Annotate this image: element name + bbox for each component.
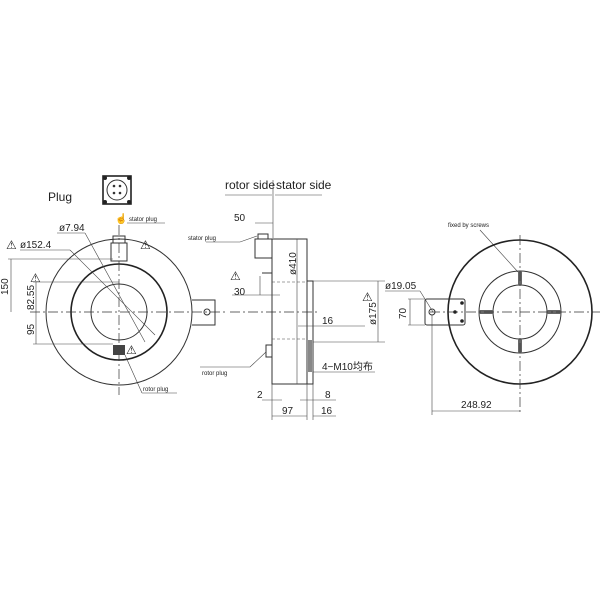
- dim-8255: 82.55: [26, 285, 37, 310]
- stator-plug: [257, 233, 269, 240]
- dim-175: ø175: [368, 302, 379, 325]
- front-view: Plug ☝ stator plug ø7.94 ⚠ ø152.4 ⚠: [0, 175, 225, 395]
- dim-1905: ø19.05: [385, 281, 417, 292]
- rotor-flange: [306, 280, 314, 385]
- dim-2: 2: [257, 390, 263, 401]
- rotor-plug-label: rotor plug: [202, 371, 227, 377]
- stator-plug-label: stator plug: [188, 236, 216, 242]
- warning-icon: ⚠: [230, 269, 241, 283]
- back-view: fixed by screws ø19.05 70 248.92: [385, 223, 600, 415]
- warning-icon: ⚠: [126, 343, 137, 357]
- pointing-hand-icon: ☝: [115, 212, 127, 225]
- plug-connector-icon: [102, 175, 132, 205]
- dim-24892: 248.92: [461, 400, 492, 411]
- rotor-plug-label: rotor plug: [143, 387, 168, 393]
- dim-30: 30: [234, 287, 246, 298]
- mount-tab: [424, 298, 466, 326]
- dim-50: 50: [234, 213, 246, 224]
- rotor-side-label: rotor side: [225, 178, 275, 192]
- dim-70: 70: [398, 307, 409, 319]
- dim-8: 8: [325, 390, 331, 401]
- rotor-plug: [113, 345, 125, 355]
- mount-tab: [192, 299, 216, 326]
- warning-icon: ⚠: [140, 238, 151, 252]
- warning-icon: ⚠: [6, 238, 17, 252]
- dim-inner: ø152.4: [20, 240, 52, 251]
- dim-410: ø410: [288, 252, 299, 275]
- dim-16a: 16: [322, 316, 334, 327]
- warning-icon: ⚠: [30, 271, 41, 285]
- dim-95: 95: [26, 323, 37, 335]
- dim-150: 150: [0, 278, 11, 295]
- dim-bore: ø7.94: [59, 223, 85, 234]
- rotor-plug: [265, 344, 273, 358]
- stator-side-label: stator side: [276, 178, 332, 192]
- dim-m10: 4−M10均布: [322, 361, 373, 373]
- warning-icon: ⚠: [362, 290, 373, 304]
- side-view: rotor side stator side 50 stator plug ø4…: [188, 178, 385, 420]
- stator-plug-label: stator plug: [129, 217, 157, 223]
- dim-16b: 16: [321, 406, 333, 417]
- plug-title: Plug: [48, 190, 72, 204]
- fixed-by-screws-label: fixed by screws: [448, 223, 489, 229]
- dim-97: 97: [282, 406, 294, 417]
